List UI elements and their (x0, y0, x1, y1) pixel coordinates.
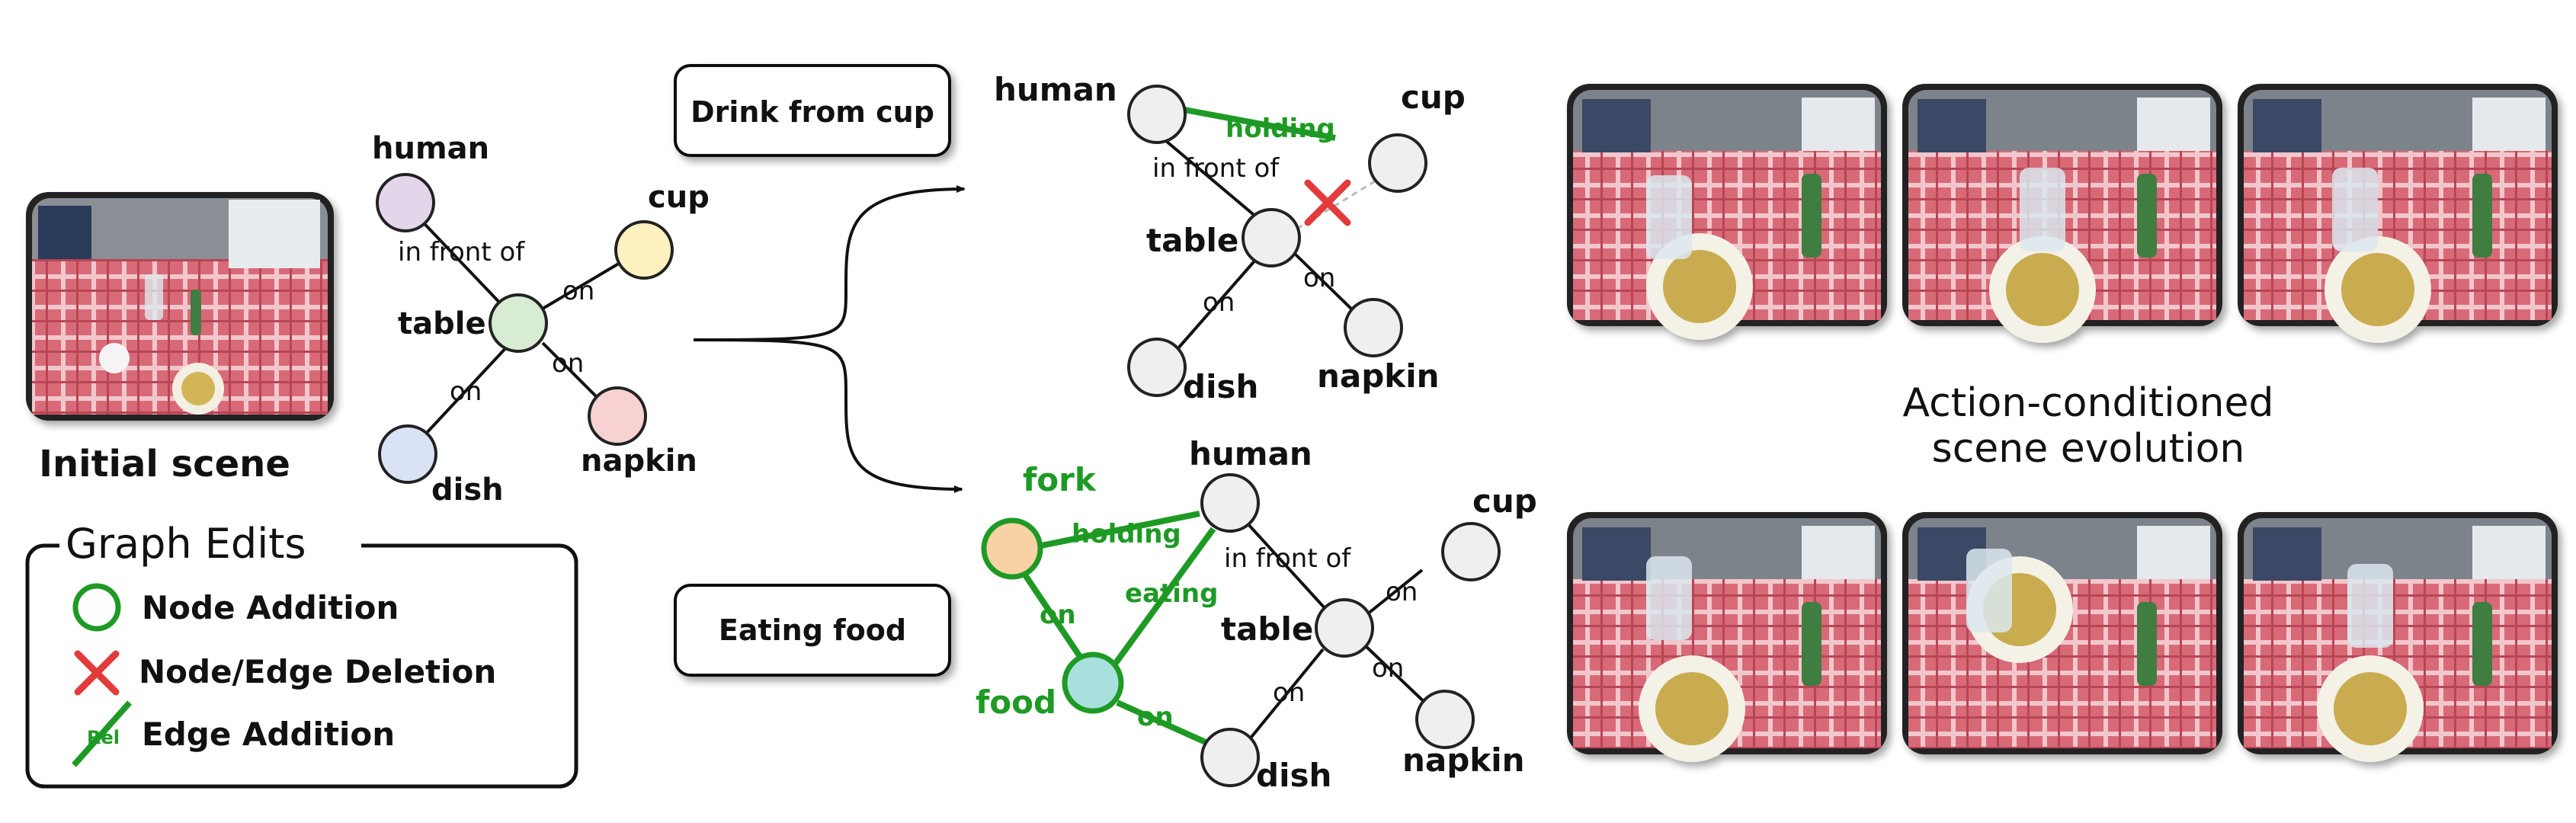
eat-edge-on-napkin: on (1372, 653, 1404, 684)
node-addition-icon (75, 586, 118, 629)
drink-edge-on-dish: on (1203, 287, 1235, 318)
evolution-title-line2: scene evolution (1932, 426, 2245, 472)
legend-rel-tag: Rel (87, 727, 120, 748)
drink-edge-holding: holding (1226, 114, 1335, 144)
drink-frame-3 (2238, 84, 2558, 343)
eat-label-fork: fork (1023, 461, 1097, 498)
eat-label-dish: dish (1256, 757, 1331, 794)
initial-label-napkin: napkin (581, 444, 697, 479)
legend-title: Graph Edits (66, 520, 306, 568)
drink-node-table (1243, 210, 1299, 266)
initial-edge-in-front-of: in front of (398, 237, 525, 267)
eat-label-table: table (1221, 610, 1313, 648)
eat-label-food: food (976, 684, 1056, 721)
eat-edge-on-fork-food: on (1040, 600, 1076, 630)
eat-node-napkin (1417, 691, 1473, 748)
eat-edge-eating: eating (1125, 578, 1218, 609)
action-eat-label: Eating food (719, 613, 906, 647)
initial-edge-on-cup: on (562, 276, 594, 306)
initial-node-table (490, 295, 546, 351)
deletion-cross-icon (78, 654, 116, 692)
eat-node-cup (1443, 524, 1499, 580)
eat-frame-1 (1567, 512, 1887, 762)
drink-label-dish: dish (1183, 368, 1258, 405)
legend-deletion: Node/Edge Deletion (139, 653, 496, 690)
drink-frame-2 (1902, 84, 2222, 343)
eat-node-human (1202, 475, 1258, 531)
drink-node-human (1129, 86, 1185, 143)
initial-label-table: table (398, 306, 486, 341)
eat-edge-on-cup: on (1386, 577, 1418, 607)
legend-edge-addition: Edge Addition (142, 716, 395, 753)
initial-edge-on-napkin: on (552, 348, 584, 379)
initial-label-dish: dish (431, 472, 504, 508)
eat-edge-in-front-of: in front of (1224, 543, 1351, 574)
initial-node-napkin (589, 388, 646, 444)
drink-deletion-cross-icon (1308, 183, 1347, 223)
action-drink-label: Drink from cup (690, 95, 934, 129)
drink-node-napkin (1345, 299, 1402, 356)
eat-label-human: human (1189, 435, 1312, 472)
drink-label-napkin: napkin (1317, 357, 1440, 395)
drink-edge-in-front-of: in front of (1152, 153, 1280, 184)
eat-node-fork (984, 520, 1040, 577)
initial-node-dish (380, 426, 436, 482)
branch-arrows (694, 189, 964, 489)
initial-node-cup (616, 222, 672, 278)
eat-node-food (1065, 655, 1121, 711)
initial-edge-on-dish: on (450, 376, 482, 407)
action-box-eat: Eating food (675, 585, 950, 675)
evolution-title-line1: Action-conditioned (1902, 380, 2273, 426)
initial-scene-caption: Initial scene (39, 443, 290, 485)
eat-label-cup: cup (1472, 482, 1537, 520)
drink-label-human: human (994, 71, 1117, 108)
drink-label-cup: cup (1401, 78, 1466, 116)
eat-node-dish (1202, 729, 1258, 786)
drink-label-table: table (1146, 222, 1238, 259)
legend: Graph Edits Node Addition Node/Edge Dele… (27, 520, 576, 786)
eat-edge-on-food-dish: on (1137, 702, 1174, 732)
eat-label-napkin: napkin (1402, 741, 1525, 779)
eat-frame-3 (2238, 512, 2558, 762)
action-box-drink: Drink from cup (675, 66, 950, 155)
drink-node-cup (1370, 135, 1426, 191)
initial-label-cup: cup (648, 180, 710, 215)
drink-edge-on-napkin: on (1303, 263, 1335, 293)
initial-node-human (377, 175, 434, 231)
eat-node-table (1316, 600, 1373, 656)
eat-edge-on-dish: on (1273, 677, 1305, 708)
initial-label-human: human (372, 131, 489, 166)
drink-node-dish (1129, 339, 1185, 395)
eat-edge-holding: holding (1072, 519, 1181, 549)
drink-frame-1 (1567, 84, 1887, 340)
initial-scene-photo (26, 192, 334, 421)
eat-frame-2 (1902, 512, 2222, 754)
legend-node-addition: Node Addition (142, 589, 399, 626)
